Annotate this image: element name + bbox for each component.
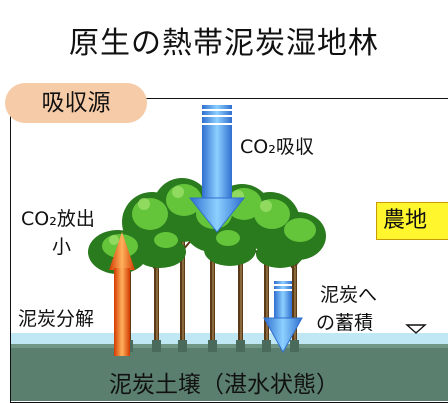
sink-badge: 吸収源 bbox=[5, 83, 147, 123]
co2-release-label: CO₂放出 bbox=[21, 208, 95, 230]
down-triangle-icon bbox=[405, 324, 427, 334]
peat-soil bbox=[11, 344, 448, 401]
page-title: 原生の熱帯泥炭湿地林 bbox=[69, 26, 379, 61]
co2-absorb-label: CO₂吸収 bbox=[240, 136, 314, 158]
peat-decomposition-label: 泥炭分解 bbox=[18, 308, 95, 330]
peat-accumulation-label-1: 泥炭へ bbox=[320, 284, 378, 306]
farmland-tab[interactable]: 農地 bbox=[376, 202, 448, 240]
water-layer bbox=[11, 333, 448, 344]
peat-soil-label: 泥炭土壌（湛水状態） bbox=[109, 372, 339, 398]
peat-accumulation-label-2: の蓄積 bbox=[316, 312, 374, 334]
peat-accumulation-arrow bbox=[263, 281, 303, 354]
co2-absorb-arrow bbox=[188, 105, 246, 233]
co2-release-small-label: 小 bbox=[52, 236, 72, 258]
co2-release-arrow bbox=[109, 232, 135, 356]
